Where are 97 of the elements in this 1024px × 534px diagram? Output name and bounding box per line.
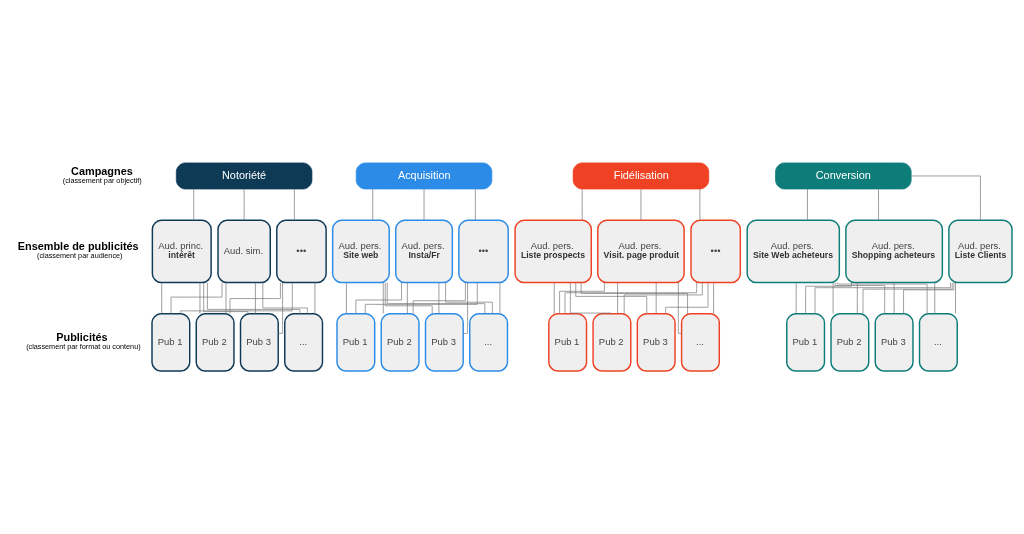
node-box: ••• xyxy=(458,219,509,284)
connector xyxy=(412,282,466,315)
node-box: Pub 1 xyxy=(786,313,826,372)
label: Campagnes xyxy=(71,164,133,177)
connector xyxy=(581,188,583,221)
connector xyxy=(623,282,703,315)
connector xyxy=(575,282,648,314)
connector xyxy=(570,282,612,314)
node-box: Aud. pers. Site Web acheteurs xyxy=(746,219,841,284)
connector xyxy=(170,282,223,315)
connector xyxy=(836,282,928,314)
node-box: Pub 2 xyxy=(380,313,420,372)
connector xyxy=(655,282,657,314)
node-box: ... xyxy=(469,313,509,372)
connector xyxy=(438,282,440,314)
connector xyxy=(386,282,486,314)
connector xyxy=(934,282,936,314)
node-box: Aud. princ. intérêt xyxy=(151,219,212,284)
connector xyxy=(382,282,384,314)
connector xyxy=(955,282,956,314)
node-box: Pub 3 xyxy=(424,313,464,372)
node-box: Aud. pers. Liste Clients xyxy=(948,219,1013,284)
node-box: Notoriété xyxy=(175,162,313,190)
connector xyxy=(564,282,698,314)
connector xyxy=(262,282,308,315)
node-box: Pub 2 xyxy=(830,313,870,372)
connector xyxy=(832,282,834,314)
node-box: Pub 3 xyxy=(874,313,914,372)
connector xyxy=(277,282,283,334)
connector xyxy=(475,188,476,221)
connector xyxy=(255,282,256,314)
node-box: ••• xyxy=(690,219,742,284)
node-box: Pub 1 xyxy=(548,313,588,372)
node-box: Acquisition xyxy=(355,162,493,190)
connector xyxy=(180,282,293,314)
connector xyxy=(372,188,374,221)
node-box: Conversion xyxy=(775,162,912,190)
connector xyxy=(795,282,797,314)
connector xyxy=(878,188,879,221)
node-box: Pub 1 xyxy=(336,313,376,372)
label: Ensemble de publicités xyxy=(17,240,139,253)
label: (classement par format ou contenu) xyxy=(26,342,141,352)
connector xyxy=(203,282,249,314)
connector xyxy=(161,282,163,314)
connector xyxy=(807,188,808,221)
connector xyxy=(294,188,295,221)
node-box: Aud. pers. Shopping acheteurs xyxy=(845,219,944,284)
connector xyxy=(207,282,301,315)
connector xyxy=(699,188,701,221)
connector xyxy=(553,282,555,314)
node-box: ... xyxy=(918,313,958,372)
connector xyxy=(903,282,955,315)
connector xyxy=(856,282,858,314)
connector xyxy=(346,282,347,314)
connector xyxy=(407,282,408,314)
label: Publicités xyxy=(56,331,108,344)
node-box: ... xyxy=(284,313,324,372)
connector xyxy=(834,282,886,314)
label: (classement par audience) xyxy=(37,251,123,261)
connector xyxy=(364,282,478,315)
node-box: Pub 2 xyxy=(195,313,235,372)
connector xyxy=(640,188,642,221)
node-box: Pub 3 xyxy=(636,313,676,372)
node-box: ••• xyxy=(276,219,327,284)
connector xyxy=(862,282,953,314)
connector xyxy=(445,282,493,314)
connector xyxy=(713,282,714,314)
connector xyxy=(677,282,682,334)
node-box: Aud. pers. Insta/Fr xyxy=(395,219,454,284)
connector xyxy=(225,282,227,314)
node-box: Pub 2 xyxy=(592,313,632,372)
node-box: ... xyxy=(680,313,720,372)
connector xyxy=(243,188,245,221)
connector xyxy=(910,175,981,221)
connector xyxy=(814,282,951,315)
connector xyxy=(462,282,468,334)
connector xyxy=(617,282,618,314)
connector xyxy=(199,282,201,314)
node-box: Pub 1 xyxy=(151,313,191,372)
node-box: Fidélisation xyxy=(572,162,710,190)
connector xyxy=(193,188,195,221)
node-box: Aud. pers. Liste prospects xyxy=(514,219,592,284)
connector xyxy=(580,282,688,315)
connector xyxy=(423,188,425,221)
node-box: Aud. sim. xyxy=(217,219,271,284)
connector xyxy=(355,282,402,315)
connector xyxy=(665,282,709,315)
node-box: Aud. pers. Visit. page produit xyxy=(597,219,685,284)
connector xyxy=(559,282,605,314)
connector xyxy=(229,282,281,315)
node-box: Pub 3 xyxy=(239,313,279,372)
connector xyxy=(499,282,501,314)
node-box: Aud. pers. Site web xyxy=(331,219,390,284)
connector xyxy=(314,282,316,314)
connector xyxy=(893,282,895,314)
connector xyxy=(805,282,852,315)
connector xyxy=(384,282,433,314)
